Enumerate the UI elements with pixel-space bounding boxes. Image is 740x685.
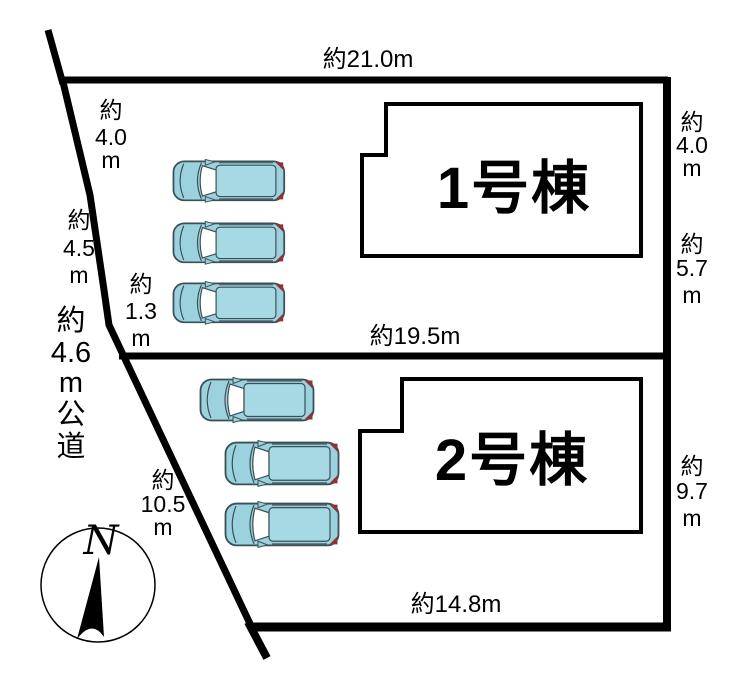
building-2-outline [358, 377, 643, 534]
dimension-line: 約 [681, 231, 704, 257]
road-label-char: 約 [56, 304, 85, 337]
road-label-char: 公 [56, 399, 85, 431]
building-1-outline [360, 102, 643, 258]
building-1-label: 1号棟 [437, 156, 591, 221]
dimension-line: 約 [681, 109, 704, 135]
boundary-top-stub [44, 29, 67, 85]
dimension-line: m [131, 325, 150, 351]
boundary-left-road-edge [59, 81, 256, 630]
dimension-right-middle: 約 5.7 m [676, 231, 708, 308]
road-label-char: 4.6 [51, 337, 91, 369]
dimension-line: 約 [681, 453, 704, 479]
dimension-line: 1.3 [125, 298, 157, 324]
car-icon [224, 439, 340, 488]
dimension-line: m [682, 155, 701, 181]
road-label-char: m [59, 367, 83, 399]
car-icon [172, 158, 286, 204]
dimension-line: 4.0 [95, 124, 127, 150]
dimension-line: 約 [130, 271, 153, 297]
dimension-line: m [101, 147, 120, 173]
dimension-line: m [153, 514, 172, 540]
dimension-line: 約 [100, 97, 123, 123]
road-label-char: 道 [56, 430, 85, 463]
dimension-line: 4.5 [63, 235, 95, 261]
dimension-left-middle: 約 4.5 m [63, 207, 95, 288]
car-icon [172, 280, 286, 326]
dimension-bottom: 約14.8m [411, 591, 502, 618]
dimension-left-upper: 約 4.0 m [95, 97, 127, 173]
dimension-top: 約21.0m [323, 46, 414, 73]
dimension-line: 9.7 [676, 478, 708, 504]
dimension-line: 約 [68, 207, 91, 233]
compass-north-label: N [83, 518, 121, 564]
building-2-label: 2号棟 [435, 428, 589, 493]
dimension-right-lower: 約 9.7 m [676, 453, 708, 531]
dimension-line: m [682, 282, 701, 308]
dimension-line: m [69, 262, 88, 288]
dimension-line: 4.0 [676, 132, 708, 158]
road-width-label: 約 4.6 m 公 道 [51, 304, 91, 463]
dimension-line: 約 [152, 467, 175, 493]
north-needle-icon [77, 557, 104, 639]
dimension-line: 5.7 [676, 255, 708, 281]
car-icon [172, 220, 286, 266]
dimension-middle: 約19.5m [370, 323, 461, 350]
compass: N [40, 518, 156, 643]
dimension-line: 10.5 [141, 491, 186, 517]
car-icon [224, 500, 340, 549]
dimension-left-lower: 約 10.5 m [141, 467, 186, 540]
dimension-left-small: 約 1.3 m [125, 271, 157, 351]
car-icon [199, 376, 315, 424]
dimension-right-upper: 約 4.0 m [676, 109, 708, 181]
dimension-line: m [682, 505, 701, 531]
